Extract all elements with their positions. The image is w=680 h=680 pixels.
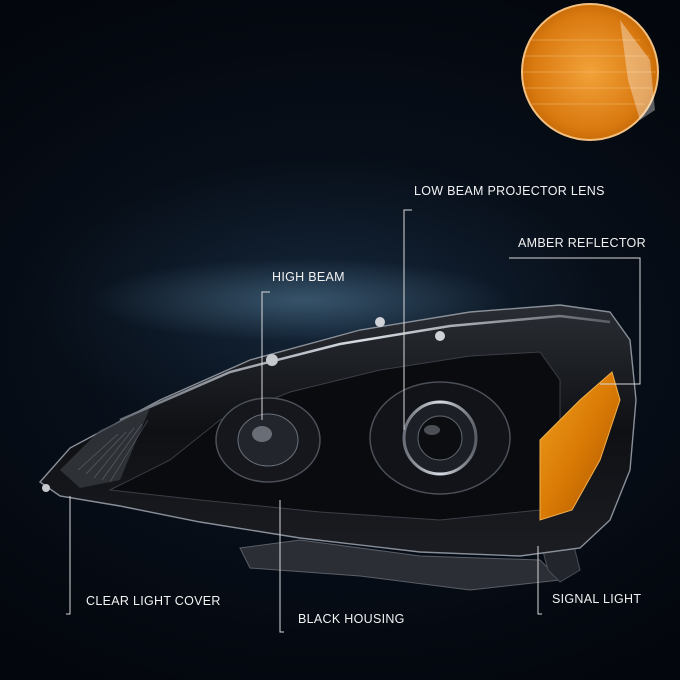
label-high-beam: HIGH BEAM [272, 270, 345, 284]
bolt-1 [375, 317, 385, 327]
leader-high-beam [261, 291, 270, 420]
leader-lines [66, 209, 641, 633]
label-signal-light: SIGNAL LIGHT [552, 592, 642, 606]
amber-reflector [539, 371, 621, 521]
leader-low-beam [403, 209, 412, 430]
bolt-3 [266, 354, 278, 366]
projector-lens-inner [417, 415, 463, 461]
leader-black-housing [279, 500, 284, 633]
label-black-housing: BLACK HOUSING [298, 612, 405, 626]
bolt-4 [42, 484, 50, 492]
inset-highlight [620, 20, 655, 120]
leader-signal-light [537, 546, 542, 615]
lens-glint [424, 425, 440, 435]
clear-striations [77, 419, 149, 483]
top-ridge [119, 314, 611, 422]
leader-clear-cover [66, 496, 71, 615]
leader-amber-reflector [509, 257, 641, 385]
high-beam-bulb [252, 426, 272, 442]
left-clear-section [60, 408, 150, 488]
label-low-beam-projector-lens: LOW BEAM PROJECTOR LENS [414, 184, 605, 198]
label-amber-reflector: AMBER REFLECTOR [518, 236, 646, 250]
inset-texture [522, 39, 656, 105]
bolt-2 [435, 331, 445, 341]
label-clear-light-cover: CLEAR LIGHT COVER [86, 594, 221, 608]
